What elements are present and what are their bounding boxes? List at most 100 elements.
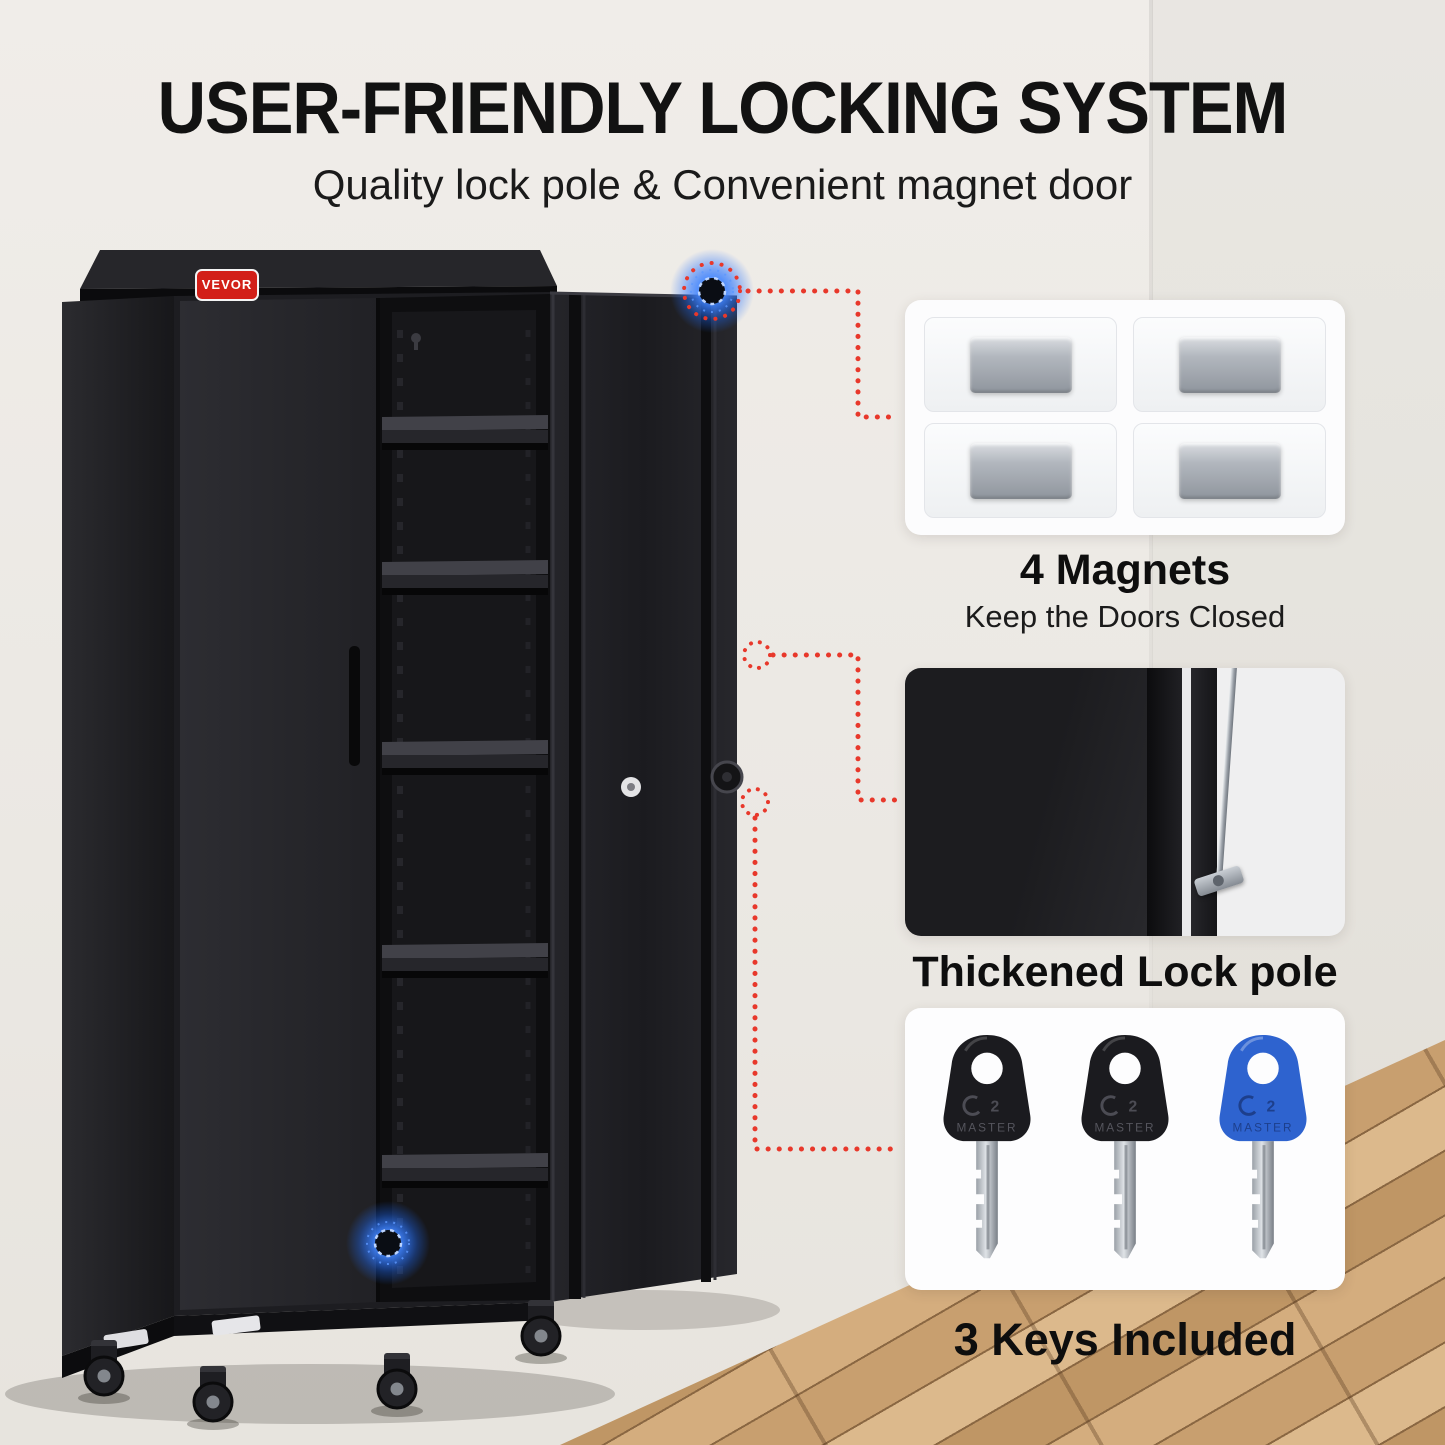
magnets-title: 4 Magnets [1019,546,1231,594]
wheel-hub [97,1369,111,1383]
lockpole-panel [905,668,1345,936]
door-handle [349,646,360,766]
keys-title: 3 Keys Included [953,1314,1297,1365]
key-brand-label: MASTER [1095,1120,1156,1134]
shelf-front [382,430,548,443]
caster-wheel [78,1340,130,1404]
caster-wheel [515,1300,567,1364]
glow-ring-outer [690,269,734,313]
lock-cylinder-core [627,783,635,791]
magnet-block [969,336,1072,393]
key-icon-number: 2 [990,1099,999,1116]
lock-knob-core [722,772,732,782]
brand-badge-label: VEVOR [202,277,253,292]
wheel-shadow [371,1405,423,1417]
magnet-item [1133,423,1326,518]
lockpole-photo-frame [1191,668,1218,936]
magnet-item [924,423,1117,518]
key-icon-number: 2 [1266,1099,1275,1116]
brand-badge-bg [195,269,259,301]
glow-core [375,1230,401,1256]
closed-door [180,298,378,1310]
key-head-highlight [1240,1036,1264,1052]
wheel-hub [534,1329,548,1343]
shelf-shadow [382,588,548,595]
key-brand-label: MASTER [957,1120,1018,1134]
lockpole-photo-gap [1182,668,1191,936]
key-icon [1100,1095,1119,1116]
shelf-front [382,755,548,768]
key-head [1081,1034,1169,1142]
shelf-shadow [382,1181,548,1188]
wheel-hub [206,1395,220,1409]
magnet-item [1133,317,1326,412]
cabinet-ground-shadow [5,1364,615,1424]
cabinet: VEVOR [62,250,744,1430]
key-black-2: 2 MASTER [1081,1034,1169,1259]
shelf-top [382,740,548,756]
callout-line-magnets [745,288,902,420]
magnet-item [924,317,1117,412]
shelf-front [382,958,548,971]
key-head-highlight [1102,1036,1126,1052]
shelf [382,740,548,775]
lock-rod-top-stem [414,341,418,350]
callout-origin-lockpole [742,640,772,670]
lock-rod-top [411,333,421,343]
glow-ring [697,276,727,306]
wheel-hub [390,1382,404,1396]
callout-lines [682,261,902,1152]
key-hole [1109,1052,1141,1085]
glow-ring [373,1228,403,1258]
key-head [1219,1034,1307,1142]
page-subtitle: Quality lock pole & Convenient magnet do… [312,161,1133,208]
cabinet-top-face [80,250,557,289]
door-ground-shadow [510,1290,780,1330]
callout-line-lockpole [770,652,902,803]
open-door [549,291,744,1302]
shelf [382,415,548,450]
keys-panel: 2 MASTER 2 MASTER 2 [905,1008,1345,1290]
magnet-glow-bottom-icon [346,1201,430,1285]
caster-plate [211,1315,261,1336]
brand-badge: VEVOR [195,269,259,301]
magnets-panel [905,300,1345,535]
shelf-top [382,943,548,959]
callout-line-keys [752,815,902,1152]
callout-origin-keys [740,787,770,817]
key-black-1: 2 MASTER [943,1034,1031,1259]
wall-corner-line [1149,0,1153,1095]
key-blue: 2 MASTER [1219,1034,1307,1259]
wheel-shadow [187,1418,239,1430]
key-icon [1238,1095,1257,1116]
key-brand-label: MASTER [1233,1120,1294,1134]
caster-wheel [371,1353,423,1417]
shelf [382,943,548,978]
shelf-top [382,415,548,431]
key-head-highlight [964,1036,988,1052]
shelf-top [382,1153,548,1169]
lockpole-photo-door-edge [1147,668,1183,936]
shelf-front [382,1168,548,1181]
key-hole [971,1052,1003,1085]
shelf [382,560,548,595]
open-door-panel [550,292,737,1302]
wheel-shadow [78,1392,130,1404]
key-icon-number: 2 [1128,1099,1137,1116]
wheel-shadow [515,1352,567,1364]
magnet-glow-top-icon [670,249,754,333]
callout-origin-magnets [682,261,742,321]
shelf-shadow [382,768,548,775]
magnet-block [1178,336,1281,393]
interior-back-wall [392,310,536,1288]
lockpole-photo-door [905,668,1147,936]
shelf-shadow [382,971,548,978]
header: USER-FRIENDLY LOCKING SYSTEM Quality loc… [0,67,1445,209]
key-head [943,1034,1031,1142]
key-icon [962,1095,981,1116]
shelf-shadow [382,443,548,450]
magnets-subtitle: Keep the Doors Closed [964,599,1286,634]
cabinet-base-front [174,1302,550,1336]
